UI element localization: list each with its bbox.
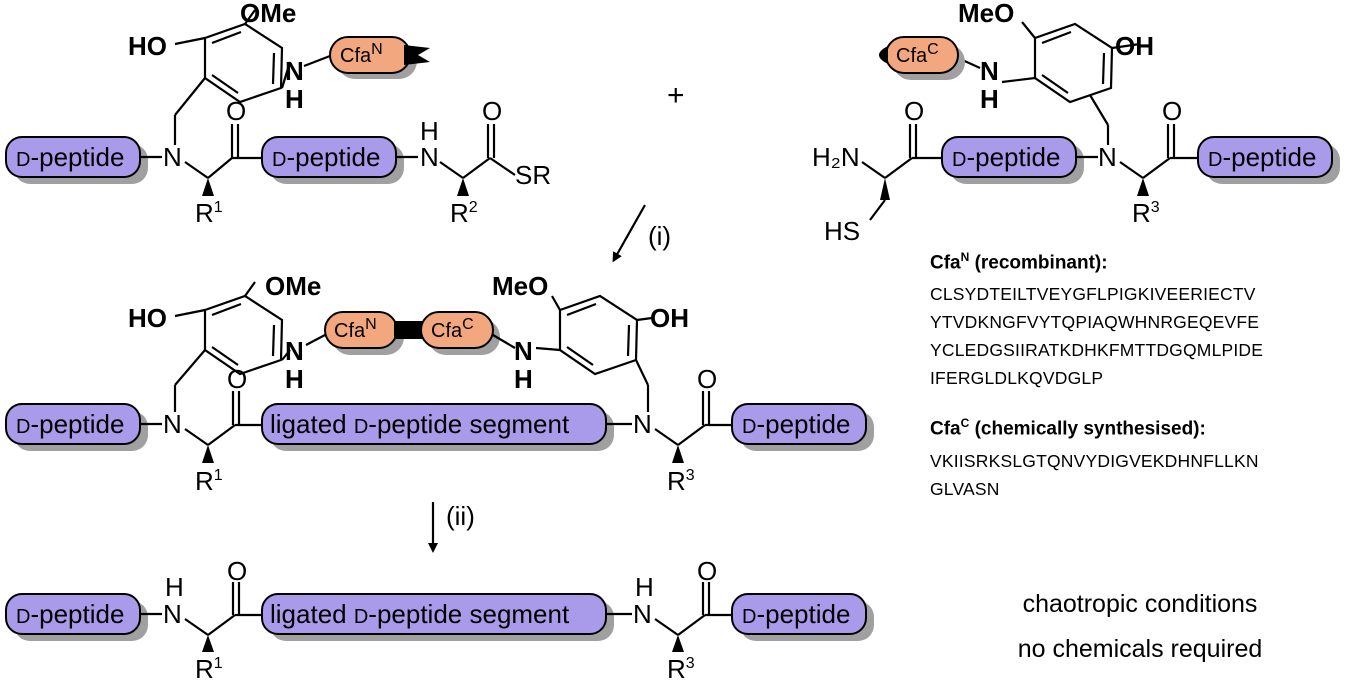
cfa-n-label: CfaN (340, 41, 383, 67)
nh-h-label-6: H (165, 572, 184, 602)
o-label-5: O (227, 364, 247, 394)
nh-h-label-5: H (514, 364, 533, 394)
ligated-segment-label-1: ligated D-peptide segment (270, 409, 570, 439)
meo-label: MeO (958, 0, 1014, 28)
condition-text-2: no chemicals required (1017, 635, 1263, 663)
nh-n-label-2: N (980, 56, 999, 86)
nh-n-label-5: N (514, 336, 533, 366)
nh-h-label-2: H (420, 116, 439, 146)
intermediate: OMe HO N H CfaN CfaC N H MeO OH D-peptid… (5, 271, 874, 496)
n-label-1: N (163, 142, 182, 172)
cfa-c-sequence-line: GLVASN (930, 478, 1000, 499)
n-label-8: N (633, 599, 652, 629)
ome-label: OMe (240, 0, 296, 28)
o-label-1: O (226, 96, 246, 126)
nh-h-label-7: H (635, 572, 654, 602)
d-peptide-label-4: D-peptide (1208, 142, 1316, 172)
nh-h-label-3: H (980, 84, 999, 114)
arrow-step-i (612, 204, 646, 263)
r2-label: R2 (450, 198, 478, 228)
reactant-2: MeO OH N H CfaC H₂N HS O D-peptide N R3 (812, 0, 1340, 246)
cfa-c-pill-2 (420, 311, 494, 349)
nh-h-label: H (285, 84, 304, 114)
cfa-c-label: CfaC (896, 41, 939, 67)
cfa-c-sequence-title: CfaC (chemically synthesised): (930, 416, 1206, 440)
d-peptide-pill-6 (731, 403, 867, 445)
oh-label-2: OH (650, 303, 689, 333)
step-i-label: (i) (648, 221, 671, 251)
nh-n-label: N (285, 56, 304, 86)
d-peptide-label-2: D-peptide (272, 142, 380, 172)
o-label-7: O (227, 556, 247, 586)
cfa-n-sequence-line: YTVDKNGFVYTQPIAQWHNRGEQEVFE (930, 312, 1260, 333)
meo-label-2: MeO (492, 271, 548, 301)
step-ii-label: (ii) (446, 501, 475, 531)
cfa-n-label-2: CfaN (334, 316, 377, 342)
n-label-6: N (633, 409, 652, 439)
d-peptide-label-6: D-peptide (742, 409, 850, 439)
reactant-1: OMe HO N H CfaN D-peptide N R1 O (5, 0, 551, 228)
benzene-ring-1 (203, 22, 284, 104)
plus-sign: + (667, 79, 685, 112)
oh-label: OH (1115, 31, 1154, 61)
r1-label-mid: R1 (195, 466, 223, 496)
intein-c-cap (879, 46, 888, 64)
r3-label-bottom: R3 (667, 654, 695, 684)
benzene-ring-2 (1033, 22, 1114, 104)
n-label-7: N (163, 599, 182, 629)
cfa-n-sequence-title: CfaN (recombinant): (930, 250, 1108, 274)
o-label-4: O (1162, 96, 1182, 126)
d-peptide-label-5: D-peptide (16, 409, 124, 439)
d-peptide-label-3: D-peptide (952, 142, 1060, 172)
sequence-panel: CfaN (recombinant): CLSYDTEILTVEYGFLPIGK… (930, 250, 1360, 503)
o-label-6: O (697, 364, 717, 394)
cfa-n-sequence-line: CLSYDTEILTVEYGFLPIGKIVEERIECTV (930, 284, 1256, 305)
n-label-2: N (420, 142, 439, 172)
intein-n-cap (404, 45, 430, 65)
h2n-label: H₂N (812, 142, 860, 172)
d-peptide-label-8: D-peptide (742, 599, 850, 629)
n-label-3: N (1098, 142, 1117, 172)
o-label-2: O (482, 96, 502, 126)
d-peptide-label-7: D-peptide (16, 599, 124, 629)
sr-label: SR (515, 160, 551, 190)
r1-label-bottom: R1 (195, 654, 223, 684)
nh-n-label-4: N (285, 336, 304, 366)
cfa-n-sequence-line: YCLEDGSIIRATKDHKFMTTDGQMLPIDE (930, 340, 1264, 361)
cfa-c-label-2: CfaC (431, 316, 474, 342)
ho-label-2: HO (128, 303, 167, 333)
d-peptide-pill-8 (731, 593, 867, 635)
d-peptide-pill-4 (1197, 136, 1333, 178)
r1-label-top: R1 (195, 198, 223, 228)
r3-label-mid: R3 (667, 466, 695, 496)
cfa-c-sequence-line: VKIISRKSLGTQNVYDIGVEKDHNFLLKN (930, 450, 1259, 471)
nh-h-label-4: H (285, 364, 304, 394)
condition-text-1: chaotropic conditions (1022, 590, 1258, 618)
ome-label-2: OMe (265, 271, 321, 301)
hs-label: HS (824, 216, 860, 246)
r3-label-top: R3 (1132, 198, 1160, 228)
cfa-n-sequence-line: IFERGLDLKQVDGLP (930, 368, 1104, 389)
ho-label: HO (128, 31, 167, 61)
ligated-segment-label-2: ligated D-peptide segment (270, 599, 570, 629)
o-label-3: O (904, 96, 924, 126)
n-label-5: N (163, 409, 182, 439)
d-peptide-label-1: D-peptide (16, 142, 124, 172)
product: D-peptide H N R1 O ligated D-peptide seg… (5, 556, 874, 684)
o-label-8: O (697, 556, 717, 586)
